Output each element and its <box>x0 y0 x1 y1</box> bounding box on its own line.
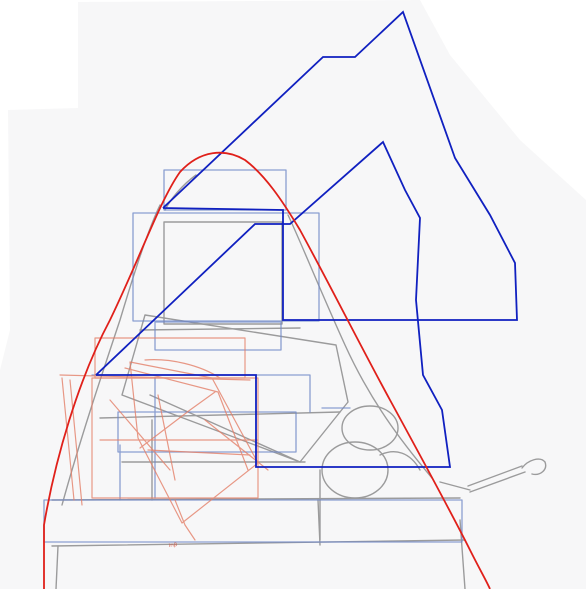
scribble-annotation: ᵢₙᵦ <box>168 539 178 550</box>
